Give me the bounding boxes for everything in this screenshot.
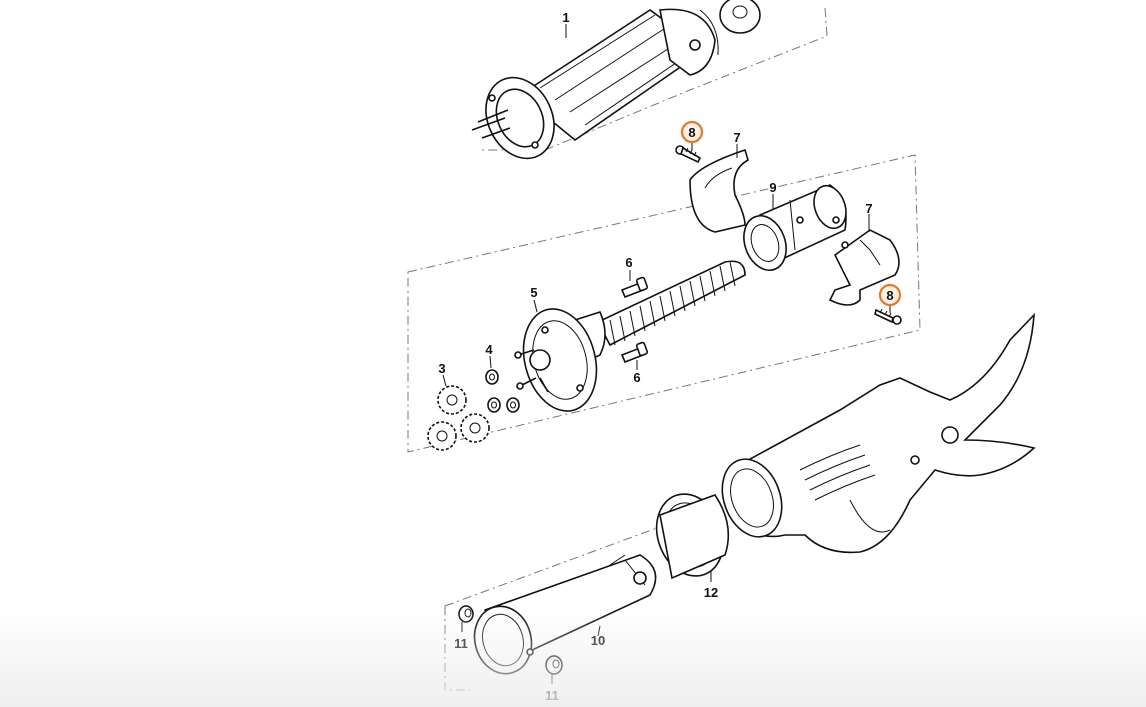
callout-1[interactable]: 1 — [562, 10, 569, 25]
plug-lower[interactable] — [545, 655, 563, 675]
callout-4[interactable]: 4 — [485, 342, 493, 357]
housing-clip-upper[interactable] — [689, 148, 749, 233]
bolt-upper[interactable] — [620, 276, 649, 299]
callout-9[interactable]: 9 — [769, 180, 776, 195]
callout-6a[interactable]: 6 — [625, 255, 632, 270]
screw-lower[interactable] — [874, 308, 902, 325]
callout-7b[interactable]: 7 — [865, 201, 872, 216]
bearing-sleeve[interactable] — [737, 181, 852, 276]
callout-3[interactable]: 3 — [438, 361, 445, 376]
plug-upper[interactable] — [458, 605, 474, 623]
retaining-ring[interactable] — [646, 485, 735, 586]
washers[interactable] — [485, 369, 520, 413]
callout-8b-ring — [878, 283, 902, 307]
bolt-lower[interactable] — [620, 341, 649, 364]
group-frame-middle — [407, 154, 921, 453]
callout-5[interactable]: 5 — [530, 285, 537, 300]
callout-12[interactable]: 12 — [704, 585, 718, 600]
callout-11a[interactable]: 11 — [454, 636, 468, 651]
motor-part[interactable] — [471, 0, 761, 170]
screw-upper[interactable] — [675, 145, 702, 164]
callout-7a[interactable]: 7 — [733, 130, 740, 145]
group-frame-top — [480, 7, 828, 151]
callout-10[interactable]: 10 — [591, 633, 605, 648]
housing-clip-lower[interactable] — [828, 229, 900, 306]
callout-8a[interactable]: 8 — [688, 125, 695, 140]
planetary-gears[interactable] — [427, 385, 490, 451]
spindle-flange[interactable] — [513, 260, 746, 419]
shear-head-housing[interactable] — [712, 312, 1036, 554]
callout-11b[interactable]: 11 — [545, 688, 559, 703]
callout-8a-ring — [680, 120, 704, 144]
callout-8b[interactable]: 8 — [886, 288, 893, 303]
callout-6b[interactable]: 6 — [633, 370, 640, 385]
